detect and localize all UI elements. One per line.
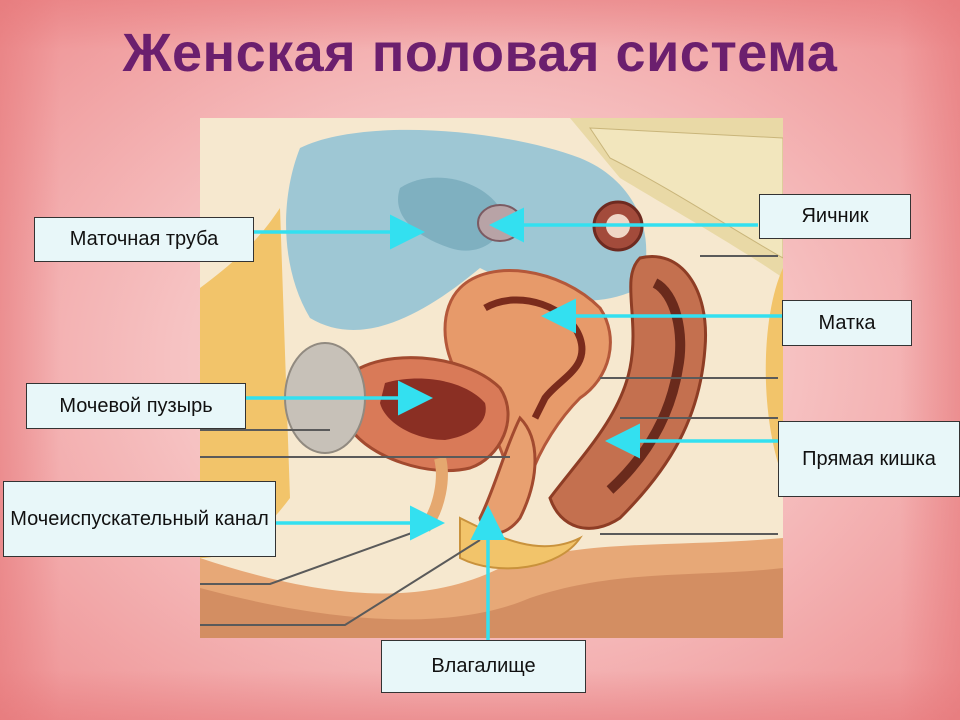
label-uterus: Матка bbox=[782, 300, 912, 346]
slide-title: Женская половая система bbox=[122, 23, 838, 83]
label-fallopian-tube: Маточная труба bbox=[34, 217, 254, 262]
label-bladder: Мочевой пузырь bbox=[26, 383, 246, 429]
anatomy-illustration bbox=[200, 118, 783, 638]
label-ovary: Яичник bbox=[759, 194, 911, 239]
label-rectum: Прямая кишка bbox=[778, 421, 960, 497]
label-vagina: Влагалище bbox=[381, 640, 586, 693]
label-urethra: Мочеиспускательный канал bbox=[3, 481, 276, 557]
